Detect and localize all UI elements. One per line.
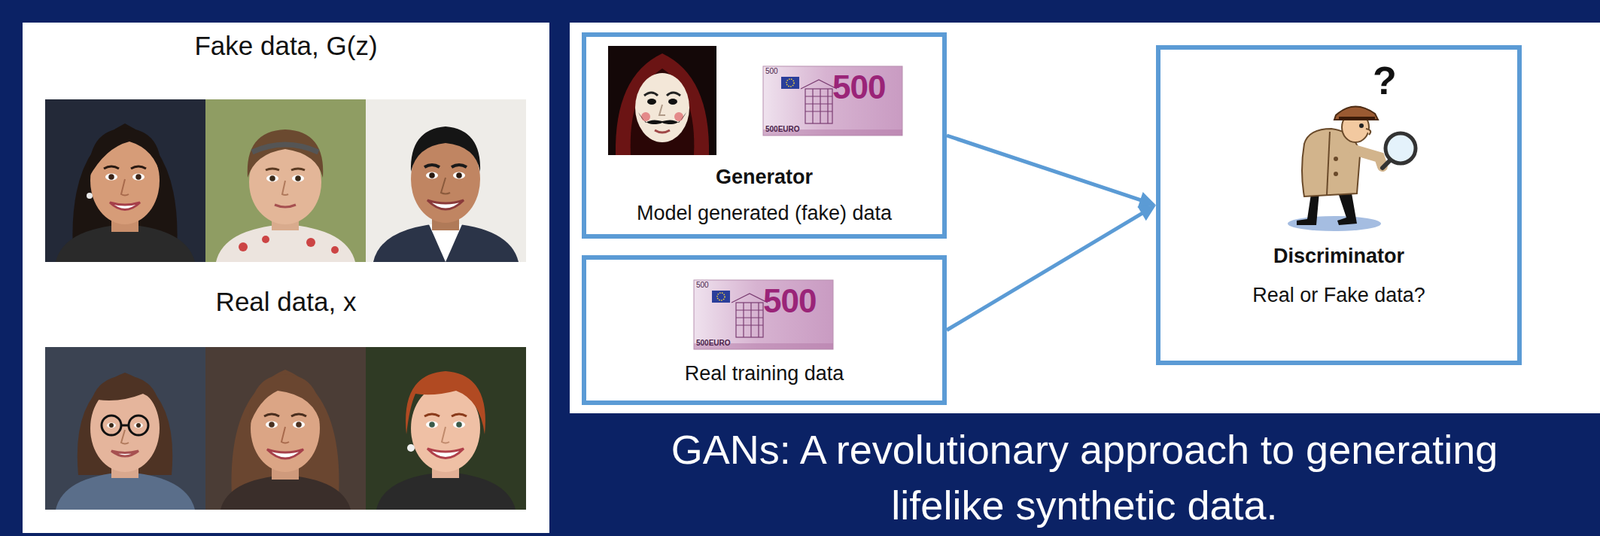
face-photo xyxy=(205,346,366,510)
box-description: Real or Fake data? xyxy=(1252,282,1426,308)
image-panel: Fake data, G(z) Real data, x xyxy=(22,22,550,533)
connector-arrow xyxy=(946,135,1156,208)
real-data-box: Real training data xyxy=(581,255,947,405)
white-panel xyxy=(22,22,550,533)
banknote-text: 500EURO xyxy=(696,338,731,348)
banknote-value: 500 xyxy=(763,282,816,321)
banknote-text: 500 xyxy=(765,66,779,77)
white-panel xyxy=(569,22,1600,414)
banknote-text: 500EURO xyxy=(765,124,800,134)
arrowhead xyxy=(1137,205,1156,222)
box-description: Model generated (fake) data xyxy=(636,200,892,226)
face-photo xyxy=(365,99,527,262)
question-mark: ? xyxy=(1372,57,1397,104)
caption: GANs: A revolutionary approach to genera… xyxy=(617,421,1552,533)
discriminator-box: ? DiscriminatorReal or Fake data? xyxy=(1155,45,1522,366)
box-title: Generator xyxy=(715,164,813,189)
banknote-text: 500 xyxy=(696,280,709,290)
connector-arrow xyxy=(946,205,1156,331)
face-photo xyxy=(365,346,527,510)
face-photo xyxy=(45,346,206,510)
detective-image xyxy=(1287,106,1416,232)
panel-heading: Real data, x xyxy=(215,285,357,318)
banknote-value: 500 xyxy=(832,68,886,107)
banknote-image xyxy=(763,66,903,136)
face-photo xyxy=(205,99,366,262)
mask-image xyxy=(608,45,717,156)
box-title: Discriminator xyxy=(1273,243,1405,268)
generator-box: GeneratorModel generated (fake) data xyxy=(581,32,947,239)
box-description: Real training data xyxy=(684,361,845,386)
connector-line xyxy=(946,135,1144,201)
face-photo xyxy=(45,99,206,262)
banknote-image xyxy=(693,279,834,350)
panel-heading: Fake data, G(z) xyxy=(194,30,378,62)
connector-line xyxy=(946,212,1145,331)
